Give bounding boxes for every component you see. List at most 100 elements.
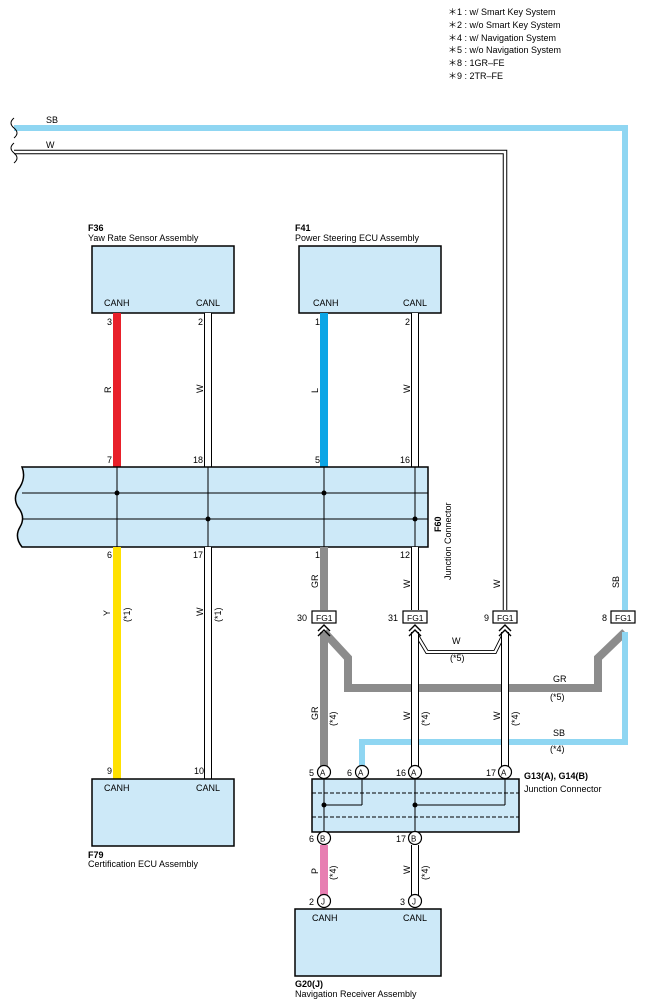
svg-text:J: J bbox=[321, 898, 325, 907]
f60-pin-5: 5 bbox=[315, 455, 320, 465]
g20-code: G20(J) bbox=[295, 979, 323, 989]
f36-pin-l: 2 bbox=[198, 317, 203, 327]
g14-pin-6: 6 B bbox=[309, 830, 332, 846]
g14-pin-17: 17 B bbox=[396, 830, 423, 846]
fg1-connector-31: 31 FG1 bbox=[388, 610, 428, 637]
notes-legend: ＊1 : w/ Smart Key System ＊2 : w/o Smart … bbox=[448, 6, 561, 83]
f79-pin-h: 9 bbox=[107, 766, 112, 776]
wire-label-p: P bbox=[310, 868, 320, 874]
svg-text:5: 5 bbox=[309, 768, 314, 778]
f60-box bbox=[14, 466, 429, 548]
g13-name: Junction Connector bbox=[524, 784, 602, 794]
wire-label-w8: W bbox=[402, 865, 412, 874]
svg-text:A: A bbox=[358, 769, 364, 778]
wire-w-link-c5 bbox=[414, 631, 506, 654]
cond-c4-gr: (*4) bbox=[328, 711, 338, 726]
wire-label-w3: W bbox=[195, 607, 205, 616]
svg-text:8: 8 bbox=[602, 613, 607, 623]
g13-pin-16: 16 A bbox=[396, 764, 423, 780]
cond-c5-w: (*5) bbox=[450, 653, 465, 663]
f60-pin-1: 1 bbox=[315, 550, 320, 560]
cond-c1-b: (*1) bbox=[213, 607, 223, 622]
f79-pin-l: 10 bbox=[194, 766, 204, 776]
f41-code: F41 bbox=[295, 223, 311, 233]
cond-c4-w3: (*4) bbox=[420, 865, 430, 880]
top-w-wire bbox=[14, 149, 508, 610]
f36-canh: CANH bbox=[104, 298, 130, 308]
f60-pin-7: 7 bbox=[107, 455, 112, 465]
f60-pin-6: 6 bbox=[107, 550, 112, 560]
fg1-connector-9: 9 FG1 bbox=[484, 610, 518, 637]
g13-pin-5: 5 A bbox=[309, 764, 332, 780]
svg-text:6: 6 bbox=[309, 834, 314, 844]
svg-text:A: A bbox=[411, 769, 417, 778]
svg-text:30: 30 bbox=[297, 613, 307, 623]
wire-label-w2: W bbox=[402, 384, 412, 393]
fg1-connector-30: 30 FG1 bbox=[297, 610, 337, 637]
wire-label-w7: W bbox=[492, 711, 502, 720]
g13-pin-6: 6 A bbox=[347, 764, 370, 780]
wire-break-sb bbox=[10, 117, 18, 139]
svg-text:FG1: FG1 bbox=[497, 613, 514, 623]
wire-label-w-link: W bbox=[452, 636, 461, 646]
f36-box bbox=[91, 245, 235, 314]
wire-label-w1: W bbox=[195, 384, 205, 393]
svg-text:FG1: FG1 bbox=[615, 613, 632, 623]
cond-c4-sb: (*4) bbox=[550, 744, 565, 754]
f36-pin-h: 3 bbox=[107, 317, 112, 327]
wire-label-sb2: SB bbox=[553, 728, 565, 738]
fg1-connector-8: 8 FG1 bbox=[602, 610, 636, 624]
wire-label-w6: W bbox=[402, 711, 412, 720]
g20-box bbox=[294, 908, 442, 977]
f41-box bbox=[298, 245, 442, 314]
svg-text:FG1: FG1 bbox=[316, 613, 333, 623]
f79-code: F79 bbox=[88, 850, 104, 860]
f79-canh: CANH bbox=[104, 783, 130, 793]
wire-gr-bus-c5 bbox=[321, 629, 628, 692]
note-9: ＊9 : 2TR–FE bbox=[448, 70, 504, 81]
g20-pin-h: 2 J bbox=[309, 893, 332, 909]
g20-pin-l: 3 J bbox=[400, 893, 423, 909]
wire-break-w bbox=[10, 142, 18, 164]
cond-c4-w1: (*4) bbox=[420, 711, 430, 726]
f60-pin-12: 12 bbox=[400, 550, 410, 560]
f79-name: Certification ECU Assembly bbox=[88, 859, 199, 869]
svg-text:B: B bbox=[320, 835, 325, 844]
f60-pin-16: 16 bbox=[400, 455, 410, 465]
svg-text:31: 31 bbox=[388, 613, 398, 623]
f60-code: F60 bbox=[433, 516, 443, 532]
f60-pin-17: 17 bbox=[193, 550, 203, 560]
svg-text:17: 17 bbox=[486, 768, 496, 778]
wire-label-gr-bus: GR bbox=[553, 674, 567, 684]
note-2: ＊2 : w/o Smart Key System bbox=[448, 19, 561, 30]
g20-name: Navigation Receiver Assembly bbox=[295, 989, 417, 999]
cond-c4-p: (*4) bbox=[328, 865, 338, 880]
note-5: ＊5 : w/o Navigation System bbox=[448, 45, 562, 56]
g20-canl: CANL bbox=[403, 913, 427, 923]
f41-canh: CANH bbox=[313, 298, 339, 308]
svg-text:A: A bbox=[501, 769, 507, 778]
f36-name: Yaw Rate Sensor Assembly bbox=[88, 233, 199, 243]
svg-text:3: 3 bbox=[400, 897, 405, 907]
wire-label-sb1: SB bbox=[611, 576, 621, 588]
svg-text:16: 16 bbox=[396, 768, 406, 778]
svg-text:6: 6 bbox=[347, 768, 352, 778]
wire-label-w4: W bbox=[402, 579, 412, 588]
f36-code: F36 bbox=[88, 223, 104, 233]
svg-text:J: J bbox=[412, 898, 416, 907]
f41-pin-h: 1 bbox=[315, 317, 320, 327]
f60-pin-18: 18 bbox=[193, 455, 203, 465]
cond-c5-gr: (*5) bbox=[550, 692, 565, 702]
wire-label-y: Y bbox=[102, 610, 112, 616]
g13-code: G13(A), G14(B) bbox=[524, 771, 588, 781]
f41-name: Power Steering ECU Assembly bbox=[295, 233, 420, 243]
f41-canl: CANL bbox=[403, 298, 427, 308]
f79-box bbox=[91, 778, 235, 847]
top-sb-wire bbox=[14, 125, 628, 610]
wire-label-w5: W bbox=[492, 579, 502, 588]
note-1: ＊1 : w/ Smart Key System bbox=[448, 7, 556, 17]
top-sb-label: SB bbox=[46, 115, 58, 125]
note-8: ＊8 : 1GR–FE bbox=[448, 58, 505, 69]
f36-canl: CANL bbox=[196, 298, 220, 308]
